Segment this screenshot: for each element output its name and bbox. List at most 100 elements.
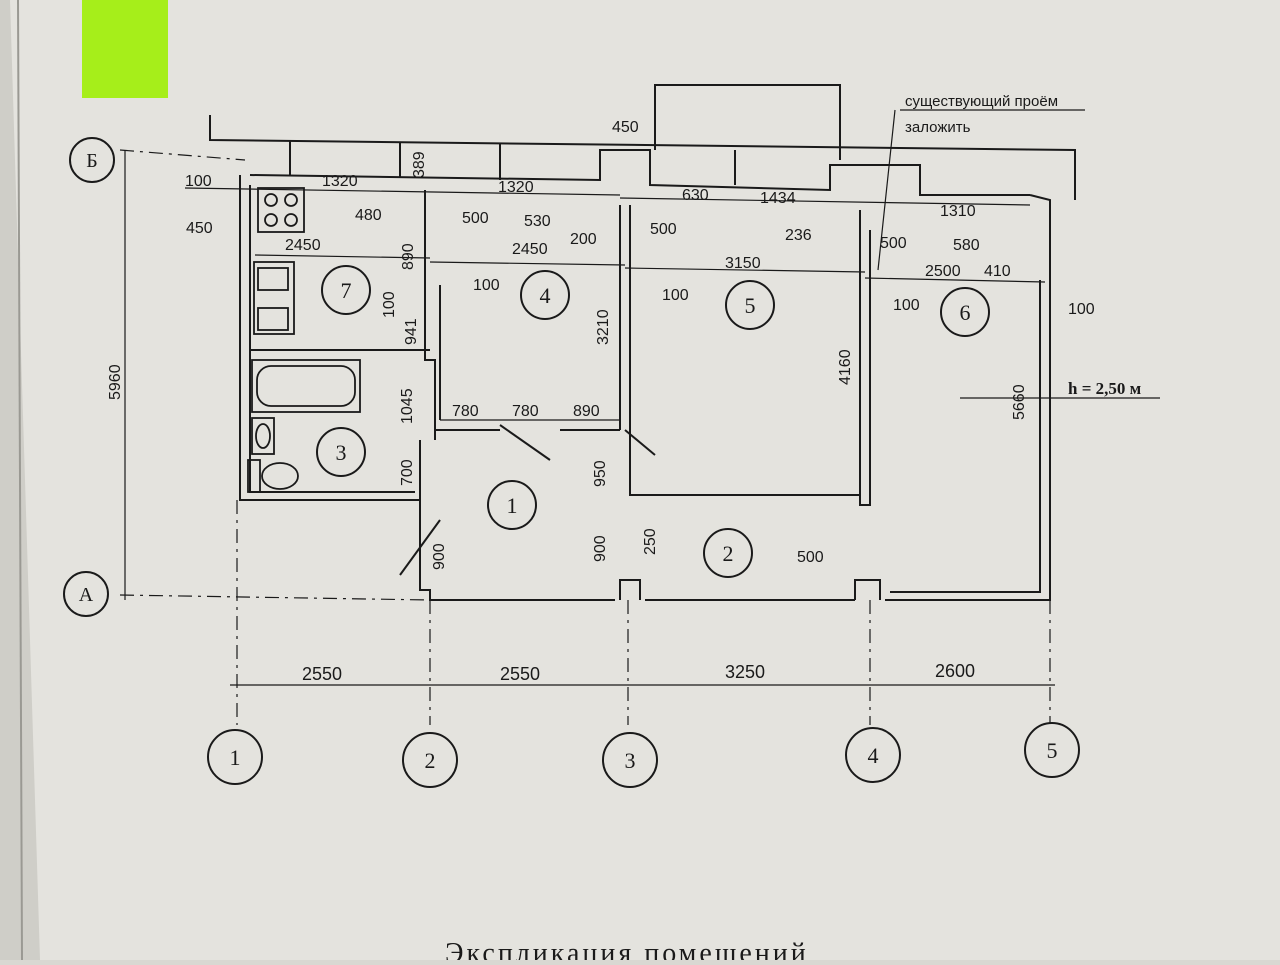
kitchen-sink-icon (253, 261, 295, 335)
dimension-label: 100 (473, 277, 500, 294)
ceiling-height-label: h = 2,50 м (1068, 379, 1142, 398)
room-marker (321, 265, 371, 315)
dimension-label: 4160 (837, 349, 854, 385)
dimension-label: 500 (880, 235, 907, 252)
sticky-note (82, 0, 168, 98)
burner-icon (264, 213, 278, 227)
axis-marker-row (69, 137, 115, 183)
explication-title: Экспликация помещений (445, 938, 809, 960)
burner-icon (284, 193, 298, 207)
room-marker (520, 270, 570, 320)
axis-column-label: 3 (625, 748, 636, 773)
bay-dimension: 3250 (725, 662, 765, 682)
opening-note: заложить (905, 119, 971, 136)
dimension-label: 100 (893, 297, 920, 314)
bay-dimension: 2550 (302, 664, 342, 684)
dimension-label: 5960 (107, 364, 124, 400)
room-marker (487, 480, 537, 530)
axis-row-label: А (79, 584, 94, 606)
bay-dimension: 2550 (500, 664, 540, 684)
dimension-label: 500 (797, 549, 824, 566)
dimension-label: 500 (650, 221, 677, 238)
dimension-label: 2500 (925, 263, 961, 280)
bathtub-icon (251, 359, 361, 413)
dimension-label: 950 (592, 460, 609, 487)
dimension-label: 941 (403, 318, 420, 345)
dimension-label: 100 (662, 287, 689, 304)
dimension-label: 1045 (399, 388, 416, 424)
room-markers: 1 2 3 4 5 6 7 (316, 265, 990, 578)
dimension-label: 450 (186, 220, 213, 237)
opening-note: существующий проём (905, 93, 1058, 110)
room-number: 6 (960, 300, 971, 325)
dimension-label: 780 (452, 403, 479, 420)
dimension-label: 450 (612, 119, 639, 136)
axis-marker-row (63, 571, 109, 617)
axis-marker-column (207, 729, 263, 785)
fixtures (247, 187, 361, 493)
dimension-label: 200 (570, 231, 597, 248)
dimension-label: 890 (573, 403, 600, 420)
toilet-tank-icon (247, 459, 261, 493)
room-marker (725, 280, 775, 330)
dimension-lines (124, 109, 1160, 686)
dimension-label: 1310 (940, 203, 976, 220)
washbasin-icon (251, 417, 275, 455)
dimension-label: 630 (682, 187, 709, 204)
axis-marker-column (1024, 722, 1080, 778)
burner-icon (264, 193, 278, 207)
toilet-icon (261, 462, 299, 490)
room-number: 3 (336, 440, 347, 465)
dimension-label: 100 (1068, 301, 1095, 318)
room-number: 4 (540, 283, 551, 308)
dimension-label: 3210 (595, 309, 612, 345)
dimension-label: 2450 (512, 241, 548, 258)
dimension-label: 900 (431, 543, 448, 570)
axis-lines (119, 149, 1051, 725)
room-number: 7 (341, 278, 352, 303)
dimension-label: 3150 (725, 255, 761, 272)
dimension-labels: 450 100 1320 389 1320 630 1434 1310 450 … (107, 119, 1095, 684)
axis-marker-column (402, 732, 458, 788)
dimension-label: 100 (381, 291, 398, 318)
dimension-label: 700 (399, 459, 416, 486)
axis-markers: Б А 1 2 3 4 5 (63, 137, 1080, 788)
room-number: 5 (745, 293, 756, 318)
dimension-label: 236 (785, 227, 812, 244)
axis-column-label: 2 (425, 748, 436, 773)
dimension-label: 780 (512, 403, 539, 420)
axis-column-label: 1 (230, 745, 241, 770)
room-marker (703, 528, 753, 578)
dimension-label: 1320 (498, 179, 534, 196)
room-marker (940, 287, 990, 337)
dimension-label: 389 (411, 151, 428, 178)
stove-icon (257, 187, 305, 233)
dimension-label: 580 (953, 237, 980, 254)
bay-dimension: 2600 (935, 661, 975, 681)
dimension-label: 1434 (760, 190, 796, 207)
axis-column-label: 5 (1047, 738, 1058, 763)
room-number: 2 (723, 541, 734, 566)
axis-row-label: Б (86, 150, 97, 172)
dimension-label: 5660 (1011, 384, 1028, 420)
axis-column-label: 4 (868, 743, 879, 768)
axis-marker-column (602, 732, 658, 788)
room-number: 1 (507, 493, 518, 518)
dimension-label: 890 (400, 243, 417, 270)
dimension-label: 100 (185, 173, 212, 190)
dimension-label: 480 (355, 207, 382, 224)
paper-sheet (10, 0, 1280, 960)
paper-edge (17, 0, 23, 961)
walls (209, 84, 1076, 601)
burner-icon (284, 213, 298, 227)
dimension-label: 410 (984, 263, 1011, 280)
dimension-label: 250 (642, 528, 659, 555)
room-marker (316, 427, 366, 477)
dimension-label: 500 (462, 210, 489, 227)
axis-marker-column (845, 727, 901, 783)
dimension-label: 530 (524, 213, 551, 230)
dimension-label: 900 (592, 535, 609, 562)
dimension-label: 1320 (322, 173, 358, 190)
